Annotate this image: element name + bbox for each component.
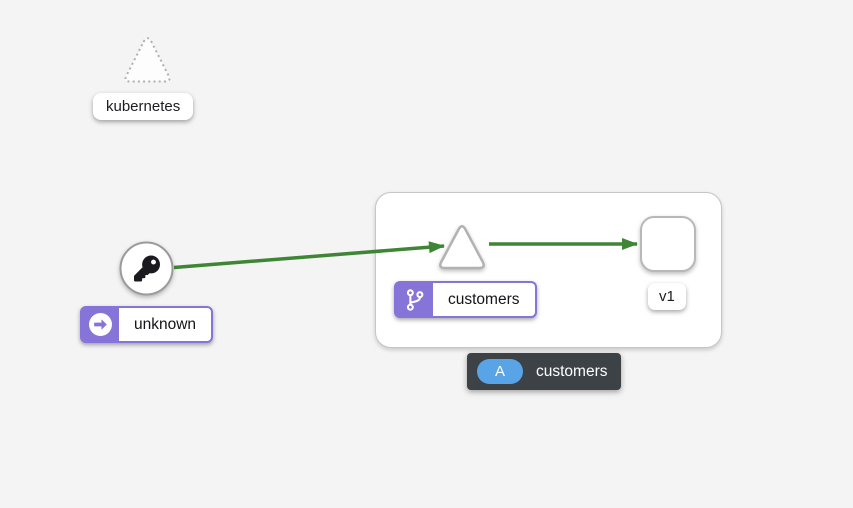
tooltip-app-badge: A	[477, 359, 523, 384]
unknown-node-label-text: unknown	[134, 315, 197, 333]
arrow-right-circle-icon	[89, 313, 112, 336]
version-node-label[interactable]: v1	[648, 283, 686, 310]
app-node-label[interactable]: customers	[394, 281, 537, 318]
cluster-triangle-node[interactable]	[124, 37, 171, 83]
code-branch-icon	[406, 288, 423, 311]
tooltip-label: customers	[536, 362, 608, 380]
cluster-node-label[interactable]: kubernetes	[93, 93, 194, 120]
unknown-node[interactable]	[119, 241, 174, 296]
hover-tooltip: A customers	[467, 353, 621, 390]
key-icon	[134, 255, 161, 282]
version-group-badge	[396, 283, 433, 316]
app-group-box[interactable]	[375, 192, 722, 348]
workload-entry-badge	[82, 308, 119, 341]
app-node-label-text: customers	[448, 290, 520, 308]
unknown-node-label[interactable]: unknown	[80, 306, 214, 343]
